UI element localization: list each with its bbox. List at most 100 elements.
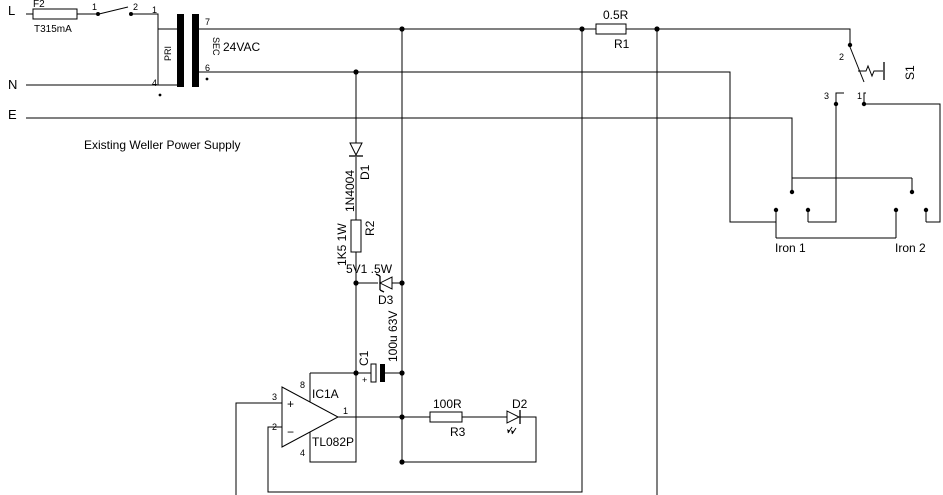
iron1-pin-b (805, 207, 811, 213)
d3-ref: D3 (378, 293, 394, 307)
led-ref: D2 (512, 397, 528, 411)
s1-ref: S1 (903, 65, 917, 80)
s1-to-iron1-wire (808, 104, 837, 223)
resistor-r1: 0.5R R1 (595, 8, 630, 51)
iron2-earth-pin (909, 189, 915, 195)
iron2-pin-a (893, 207, 899, 213)
vertical-bus-582 (267, 29, 583, 493)
primary-phase-dot (158, 93, 162, 97)
rail-label-live: L (8, 3, 15, 18)
s1-terminal-3-lead (835, 92, 844, 104)
r2-body (350, 219, 362, 253)
secondary-phase-dot (205, 77, 209, 81)
iron1-lower-lead (775, 222, 777, 238)
fuse-f2: F2 T315mA (32, 0, 78, 35)
diode-d1: D1 1N4004 (343, 72, 372, 220)
r2-value: 1K5 1W (335, 223, 349, 266)
led-d2: D2 (402, 397, 537, 463)
iron-connectors: Iron 1 Iron 2 (730, 177, 929, 255)
opamp-pin-4: 4 (300, 448, 305, 458)
transformer-pin-4: 4 (152, 78, 157, 88)
s1-pin-2: 2 (839, 52, 844, 62)
switch-s1: 2 3 1 S1 (808, 40, 941, 223)
opamp-part: TL082P (312, 435, 354, 449)
neutral-wire (26, 29, 159, 86)
secondary-wiring (220, 26, 851, 495)
switch-terminal-1 (96, 12, 100, 16)
r1-ref: R1 (614, 37, 630, 51)
iron1-pin-leads (775, 178, 809, 222)
opamp-minus-sign: − (287, 425, 294, 439)
r3-value: 100R (433, 397, 462, 411)
supply-label: Existing Weller Power Supply (84, 138, 241, 152)
opamp-ref: IC1A (312, 387, 339, 401)
iron1-pin-a (773, 207, 779, 213)
iron1-earth-pin (789, 189, 795, 195)
switch-pin-2: 2 (133, 2, 138, 12)
s1-pin-3: 3 (824, 91, 829, 101)
secondary-label: SEC (211, 37, 221, 56)
opamp-plus-input-wire (235, 402, 282, 495)
d3-value: 5V1 .5W (346, 262, 393, 276)
opamp-plus-sign: + (287, 397, 294, 411)
opamp-pin-1: 1 (343, 406, 348, 416)
c1-positive-plate (370, 363, 377, 383)
primary-core (177, 14, 184, 87)
d3-bar (375, 273, 385, 293)
rail-label-neutral: N (8, 77, 17, 92)
mains-switch: 1 2 (92, 2, 159, 29)
iron2-pin-leads (895, 178, 927, 238)
iron2-pin-b (923, 207, 929, 213)
d1-triangle (349, 142, 363, 157)
c1-value: 100u 63V (386, 311, 400, 362)
opamp-ic1a: + − 3 2 1 8 4 IC1A TL082P (235, 372, 430, 495)
earth-wire (26, 117, 793, 178)
rail-label-earth: E (8, 107, 17, 122)
fuse-value: T315mA (34, 24, 72, 35)
secondary-voltage: 24VAC (223, 40, 260, 54)
s1-terminal-1-lead (863, 92, 866, 104)
transformer: 1 4 7 6 PRI SEC 24VAC (152, 5, 260, 97)
zener-d3: 5V1 .5W D3 (346, 262, 405, 307)
s1-pin-1: 1 (857, 91, 862, 101)
fuse-ref: F2 (33, 0, 45, 10)
capacitor-c1: + C1 100u 63V (353, 311, 405, 385)
s1-actuator-spring (858, 64, 883, 78)
secondary-return-wire (220, 71, 776, 223)
junction (654, 26, 660, 32)
c1-negative-plate (380, 364, 385, 382)
transformer-pin-7: 7 (205, 17, 210, 27)
switch-pin-1: 1 (92, 2, 97, 12)
opamp-pin-2: 2 (272, 422, 277, 432)
primary-label: PRI (163, 46, 173, 61)
fuse-body (32, 8, 78, 20)
s1-lever (849, 46, 865, 83)
d3-triangle (378, 276, 393, 290)
secondary-core (192, 14, 199, 87)
r3-body (429, 411, 463, 423)
led-triangle (506, 410, 521, 424)
switch-lever (98, 6, 129, 15)
transformer-leads (158, 28, 220, 86)
r1-value: 0.5R (603, 8, 629, 22)
d1-ref: D1 (358, 164, 372, 180)
mains-rails: L N E (8, 3, 793, 178)
r2-ref: R2 (363, 220, 377, 236)
iron1-label: Iron 1 (775, 241, 806, 255)
led-arrowheads (507, 429, 514, 434)
secondary-top-wire (220, 28, 851, 40)
junction (579, 26, 585, 32)
r2-to-opamp-wire (309, 252, 357, 463)
c1-ref: C1 (357, 350, 371, 366)
r3-ref: R3 (450, 425, 466, 439)
opamp-pin-8: 8 (300, 380, 305, 390)
transformer-pin-6: 6 (205, 63, 210, 73)
led-return-wire (402, 416, 537, 463)
transformer-pin-1: 1 (152, 5, 157, 15)
resistor-r2: R2 1K5 1W (309, 219, 377, 463)
iron2-label: Iron 2 (895, 241, 926, 255)
junction (399, 414, 405, 420)
resistor-r3: 100R R3 (429, 397, 507, 439)
opamp-pin-3: 3 (272, 392, 277, 402)
